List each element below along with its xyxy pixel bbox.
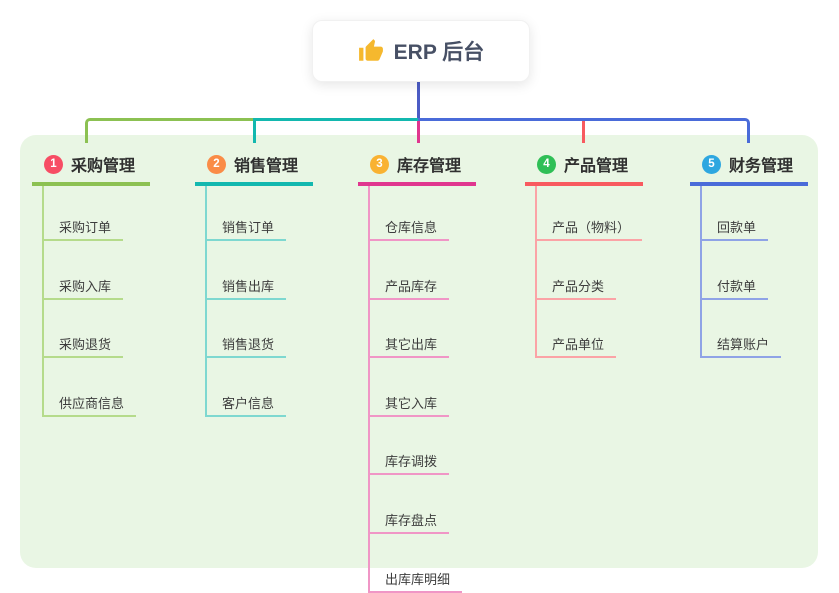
- branch-children: 仓库信息产品库存其它出库其它入库库存调拨库存盘点出库库明细: [368, 186, 476, 593]
- bus-segment-purchase: [85, 118, 253, 143]
- bus-segment-finance: [418, 118, 750, 143]
- root-connector-line: [417, 80, 420, 118]
- child-node[interactable]: 仓库信息: [370, 186, 450, 241]
- child-node[interactable]: 库存盘点: [370, 475, 450, 534]
- branch-header[interactable]: 3 库存管理: [358, 150, 476, 186]
- child-node[interactable]: 销售订单: [207, 186, 287, 241]
- child-node[interactable]: 供应商信息: [44, 358, 137, 417]
- branch-children: 采购订单采购入库采购退货供应商信息: [42, 186, 150, 417]
- drop-line-product: [582, 121, 585, 143]
- branch-label: 库存管理: [397, 158, 462, 175]
- root-node[interactable]: ERP 后台: [312, 20, 530, 82]
- branch-label: 财务管理: [729, 158, 794, 175]
- child-node[interactable]: 其它出库: [370, 300, 450, 359]
- child-node[interactable]: 采购订单: [44, 186, 124, 241]
- branch-header[interactable]: 2 销售管理: [195, 150, 313, 186]
- branch-children: 销售订单销售出库销售退货客户信息: [205, 186, 313, 417]
- branch-children: 产品（物料）产品分类产品单位: [535, 186, 643, 359]
- child-node[interactable]: 采购退货: [44, 300, 124, 359]
- branch-label: 产品管理: [564, 158, 629, 175]
- child-node[interactable]: 销售退货: [207, 300, 287, 359]
- child-node[interactable]: 产品分类: [537, 241, 617, 300]
- child-node[interactable]: 出库库明细: [370, 534, 463, 593]
- mindmap-panel: [20, 135, 818, 568]
- branch-number-badge: 4: [537, 154, 556, 174]
- child-node[interactable]: 付款单: [702, 241, 769, 300]
- child-node[interactable]: 采购入库: [44, 241, 124, 300]
- child-node[interactable]: 结算账户: [702, 300, 782, 359]
- branch-node-2: 2 销售管理 销售订单销售出库销售退货客户信息: [195, 150, 313, 417]
- child-node[interactable]: 产品单位: [537, 300, 617, 359]
- branch-node-3: 3 库存管理 仓库信息产品库存其它出库其它入库库存调拨库存盘点出库库明细: [358, 150, 476, 593]
- child-node[interactable]: 客户信息: [207, 358, 287, 417]
- branch-header[interactable]: 1 采购管理: [32, 150, 150, 186]
- branch-header[interactable]: 5 财务管理: [690, 150, 808, 186]
- child-node[interactable]: 产品库存: [370, 241, 450, 300]
- branch-children: 回款单付款单结算账户: [700, 186, 808, 359]
- branch-number-badge: 3: [370, 154, 389, 174]
- child-node[interactable]: 其它入库: [370, 358, 450, 417]
- child-node[interactable]: 产品（物料）: [537, 186, 643, 241]
- child-node[interactable]: 库存调拨: [370, 417, 450, 476]
- root-label: ERP 后台: [393, 41, 485, 64]
- child-node[interactable]: 销售出库: [207, 241, 287, 300]
- bus-segment-sales: [253, 118, 418, 143]
- branch-number-badge: 2: [207, 154, 226, 174]
- branch-node-1: 1 采购管理 采购订单采购入库采购退货供应商信息: [32, 150, 150, 417]
- branch-header[interactable]: 4 产品管理: [525, 150, 643, 186]
- branch-node-5: 5 财务管理 回款单付款单结算账户: [690, 150, 808, 359]
- branch-number-badge: 1: [44, 154, 63, 174]
- branch-number-badge: 5: [702, 154, 721, 174]
- branch-label: 采购管理: [71, 158, 136, 175]
- child-node[interactable]: 回款单: [702, 186, 769, 241]
- branch-node-4: 4 产品管理 产品（物料）产品分类产品单位: [525, 150, 643, 359]
- drop-line-inventory: [417, 121, 420, 143]
- thumbs-up-icon: [358, 38, 384, 64]
- branch-label: 销售管理: [234, 158, 299, 175]
